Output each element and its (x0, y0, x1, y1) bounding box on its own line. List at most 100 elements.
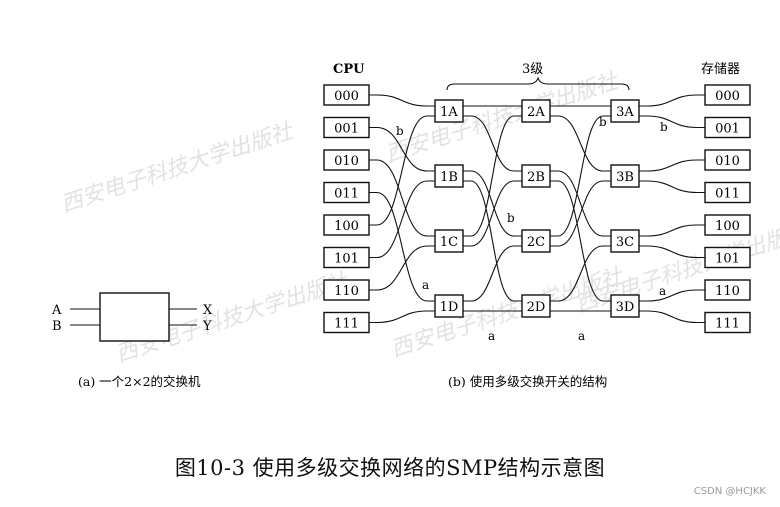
switch-3a-label: 3A (616, 105, 634, 120)
switch-2d-label: 2D (527, 300, 546, 315)
memory-link (639, 180, 705, 194)
switch-2a-label: 2A (527, 105, 545, 120)
cpu-link (369, 191, 435, 302)
switch-2b: 2B (521, 164, 551, 188)
stage-link (550, 115, 611, 237)
cpu-link (369, 310, 435, 324)
memory-node-011: 011 (704, 181, 751, 204)
memory-node-000-label: 000 (715, 89, 740, 104)
node-boxes: 000 001 010 011 100 101 110 111 000 001 010 011 100 1… (323, 84, 751, 334)
port-label-a: a (422, 278, 429, 292)
switch-1d: 1D (434, 294, 464, 318)
cpu-node-101-label: 101 (334, 252, 359, 267)
memory-node-110-label: 110 (715, 284, 740, 299)
stage-link (463, 115, 522, 172)
credit-text: CSDN @HCJKK (693, 486, 766, 497)
memory-node-101-label: 101 (715, 252, 740, 267)
port-label-b: b (396, 124, 404, 138)
memory-link (639, 289, 705, 302)
memory-node-010-label: 010 (715, 154, 740, 169)
output-y-label: Y (202, 319, 212, 334)
switch-2c-label: 2C (527, 235, 545, 250)
switch-3d: 3D (610, 294, 640, 318)
memory-node-100: 100 (704, 214, 751, 236)
cpu-node-111: 111 (323, 311, 370, 334)
cpu-node-000-label: 000 (334, 89, 359, 104)
cpu-node-001: 001 (323, 116, 370, 139)
memory-node-101: 101 (704, 246, 751, 269)
port-label-b: b (507, 211, 515, 225)
memory-node-010: 010 (704, 149, 751, 171)
stage-link (550, 170, 611, 237)
switch-2d: 2D (521, 294, 551, 318)
memory-link (639, 115, 705, 129)
cpu-link (369, 159, 435, 237)
switch-1b: 1B (434, 164, 464, 188)
stage-brace (446, 76, 630, 91)
input-b-label: B (52, 319, 62, 334)
switch-box (99, 292, 170, 342)
cpu-node-110-label: 110 (334, 284, 359, 299)
memory-header: 存储器 (701, 62, 740, 77)
stage-label: 3级 (522, 62, 543, 77)
cpu-link (369, 115, 435, 226)
cpu-node-011-label: 011 (334, 187, 359, 202)
cpu-link (369, 180, 435, 259)
memory-node-001-label: 001 (715, 122, 740, 137)
cpu-node-010-label: 010 (334, 154, 359, 169)
output-x-label: X (203, 303, 213, 318)
port-labels: b a b a a b b a (396, 115, 668, 343)
caption-a: (a) 一个2×2的交换机 (78, 374, 201, 389)
port-label-b: b (660, 120, 668, 134)
diagram-canvas: A B X Y (a) 一个2×2的交换机 CPU 存储器 3级 0000010… (51, 62, 751, 389)
switch-3d-label: 3D (616, 300, 635, 315)
interconnect-wires (369, 94, 705, 324)
cpu-link (369, 245, 435, 291)
switch-1c: 1C (434, 229, 464, 253)
switch-1a: 1A (434, 99, 464, 123)
stage-link (550, 245, 611, 302)
cpu-node-010: 010 (323, 149, 370, 171)
cpu-node-111-label: 111 (334, 317, 359, 332)
stage-link (550, 115, 611, 172)
port-label-a: a (659, 284, 666, 298)
memory-link (639, 310, 705, 324)
memory-link (639, 224, 705, 237)
input-a-label: A (51, 303, 62, 318)
cpu-header: CPU (333, 62, 365, 77)
stage-link (463, 180, 522, 247)
memory-link (639, 159, 705, 172)
stage-link (463, 245, 522, 302)
caption-b: (b) 使用多级交换开关的结构 (448, 374, 607, 389)
switch-1a-label: 1A (440, 105, 458, 120)
switch-2a: 2A (521, 99, 551, 123)
switch-3b-label: 3B (616, 170, 634, 185)
switch-2b-label: 2B (527, 170, 545, 185)
memory-node-100-label: 100 (715, 219, 740, 234)
memory-link (639, 94, 705, 107)
stage-link (550, 180, 611, 247)
port-label-b: b (599, 115, 607, 129)
switch-2x2: A B X Y (51, 292, 213, 342)
port-label-a: a (578, 329, 585, 343)
memory-node-001: 001 (704, 116, 751, 139)
cpu-node-101: 101 (323, 246, 370, 269)
cpu-node-000: 000 (323, 84, 370, 106)
switch-3c-label: 3C (616, 235, 634, 250)
memory-node-111-label: 111 (715, 317, 740, 332)
cpu-node-100-label: 100 (334, 219, 359, 234)
memory-link (639, 245, 705, 259)
switch-2c: 2C (521, 229, 551, 253)
switch-3c: 3C (610, 229, 640, 253)
switch-3b: 3B (610, 164, 640, 188)
cpu-node-011: 011 (323, 181, 370, 204)
switch-1d-label: 1D (440, 300, 459, 315)
stage-link (463, 170, 522, 237)
cpu-link (369, 94, 435, 107)
switch-1b-label: 1B (440, 170, 458, 185)
stage-link (463, 115, 522, 237)
cpu-node-110: 110 (323, 279, 370, 301)
port-label-a: a (488, 329, 495, 343)
memory-node-011-label: 011 (715, 187, 740, 202)
cpu-node-100: 100 (323, 214, 370, 236)
